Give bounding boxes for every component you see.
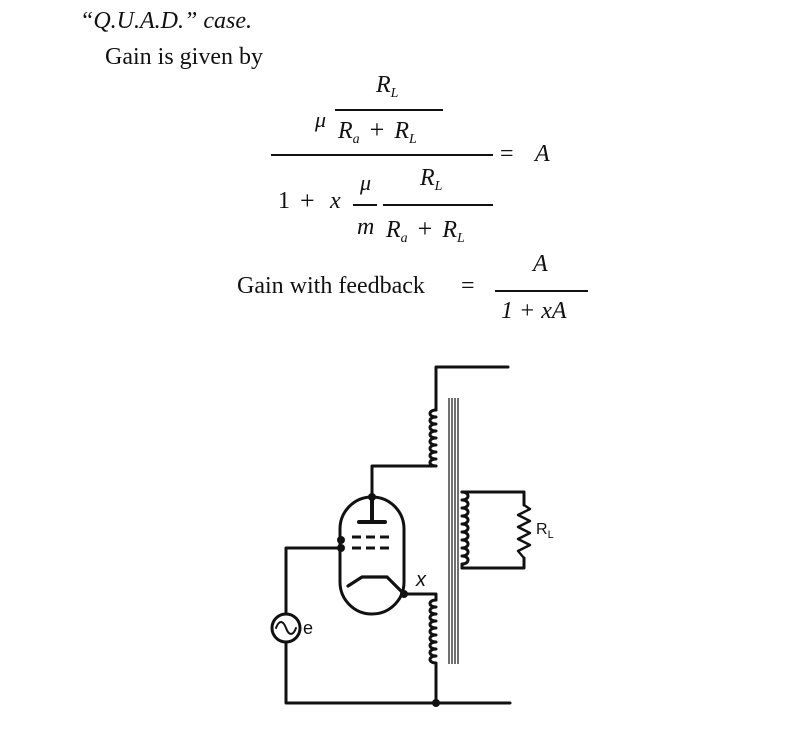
top-lead-wire — [434, 365, 510, 412]
load-resistor — [516, 503, 532, 560]
ac-source — [270, 612, 302, 644]
ac-source-sine — [275, 621, 297, 635]
tube-cathode — [346, 575, 406, 596]
source-e-label: e — [303, 618, 313, 638]
grid-junction-dot-lower — [337, 544, 345, 552]
feedback-denominator: 1 + xA — [501, 298, 567, 324]
m-bottom: m — [357, 214, 375, 240]
cathode-junction-dot — [400, 590, 408, 598]
result-a: A — [535, 141, 550, 167]
feedback-numerator: A — [533, 251, 548, 277]
intro-text: Gain is given by — [105, 44, 263, 70]
secondary-winding — [460, 490, 470, 570]
rl-top: RL — [376, 72, 399, 101]
cathode-wire — [402, 592, 438, 602]
feedback-x-label: x — [415, 569, 427, 591]
rl-bottom: RL — [420, 165, 443, 194]
denominator-x: x — [330, 188, 341, 214]
ra-plus-rl-bottom: Ra + RL — [386, 214, 465, 246]
inner-fraction-bar-top — [335, 109, 443, 111]
denominator-plus: + — [300, 186, 315, 215]
upper-primary-winding — [428, 408, 438, 468]
source-bottom-wire — [284, 640, 512, 705]
equals-sign-1: = — [500, 141, 514, 167]
feedback-fraction-bar — [495, 290, 588, 292]
mu-over-m-bar — [353, 204, 377, 206]
bottom-junction-dot — [432, 699, 440, 707]
tube-plate — [357, 498, 387, 524]
case-title: “Q.U.A.D.” case. — [80, 8, 252, 34]
grid-junction-dot-upper — [337, 536, 345, 544]
gain-feedback-label: Gain with feedback — [237, 273, 425, 299]
denominator-one: 1 — [278, 188, 290, 214]
load-loop-wire — [460, 490, 526, 570]
plate-wire — [370, 464, 438, 502]
mu-bottom: μ — [360, 170, 372, 195]
mu-top: μ — [315, 107, 327, 132]
tube-grids — [352, 535, 394, 550]
transformer-core — [448, 398, 459, 664]
inner-fraction-bar-bottom — [383, 204, 493, 206]
lower-feedback-winding — [428, 598, 438, 705]
equals-sign-2: = — [461, 273, 475, 299]
grid-input-wire — [284, 546, 343, 616]
plate-junction-dot — [368, 493, 376, 501]
ra-plus-rl-top: Ra + RL — [338, 115, 417, 147]
load-rl-label: RL — [536, 521, 554, 541]
main-fraction-bar — [271, 154, 493, 156]
